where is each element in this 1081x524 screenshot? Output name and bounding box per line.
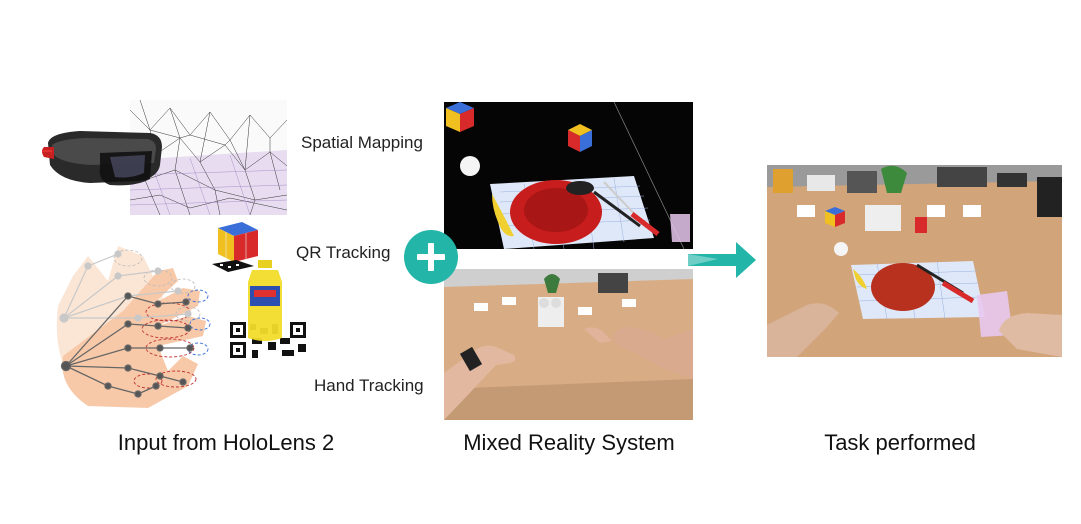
caption-task: Task performed [824,430,976,455]
hand-skeleton-illustration [48,236,213,411]
process-arrow [688,240,758,280]
spatial-mapping-label: Spatial Mapping [301,133,423,152]
hand-tracking-label: Hand Tracking [314,376,424,395]
plus-icon [404,230,458,284]
virtual-scene-image [444,102,693,249]
caption-input: Input from HoloLens 2 [117,430,335,455]
hololens-headset-image [40,125,170,195]
qr-code-with-cube [206,220,266,275]
spatial-mesh-image [130,100,287,215]
right-arrow-icon [688,242,756,278]
hand-tracking-scene-image [444,269,693,420]
caption-system: Mixed Reality System [463,430,675,455]
qr-code-with-bottle [222,258,314,362]
task-performed-image [767,165,1062,357]
plus-circle [403,229,459,285]
qr-tracking-label: QR Tracking [296,243,391,262]
